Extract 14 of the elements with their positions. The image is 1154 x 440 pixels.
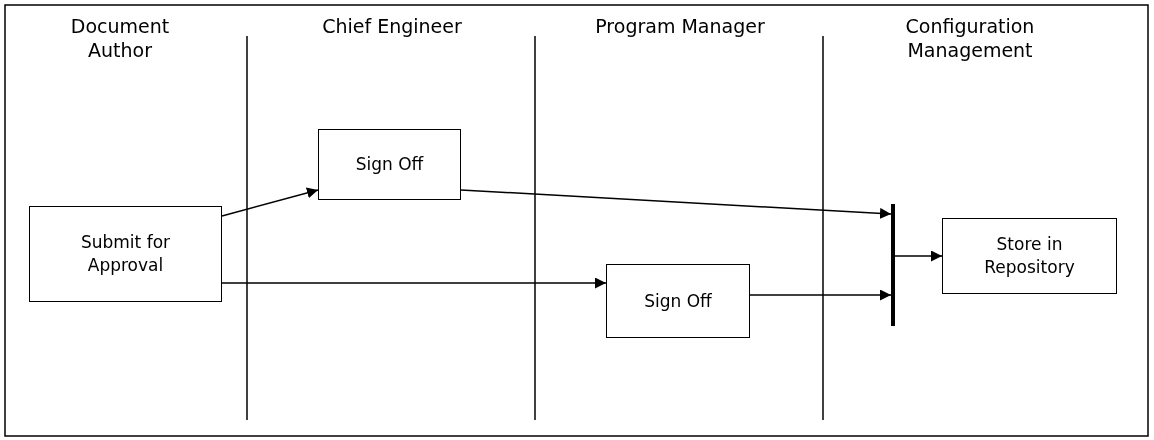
action-box: Sign Off	[318, 129, 461, 200]
lane-header: Configuration Management	[904, 14, 1036, 62]
lane-header: Chief Engineer	[321, 14, 463, 38]
action-box: Submit for Approval	[29, 206, 222, 302]
arrow	[460, 189, 892, 219]
lane-header: Document Author	[69, 14, 171, 62]
arrow	[894, 250, 943, 262]
lane-header: Program Manager	[594, 14, 766, 38]
arrow	[221, 277, 607, 289]
arrow	[749, 289, 892, 301]
action-box: Sign Off	[606, 264, 750, 338]
arrow	[221, 187, 319, 217]
action-box: Store in Repository	[942, 218, 1117, 294]
sync-bar	[891, 204, 895, 326]
